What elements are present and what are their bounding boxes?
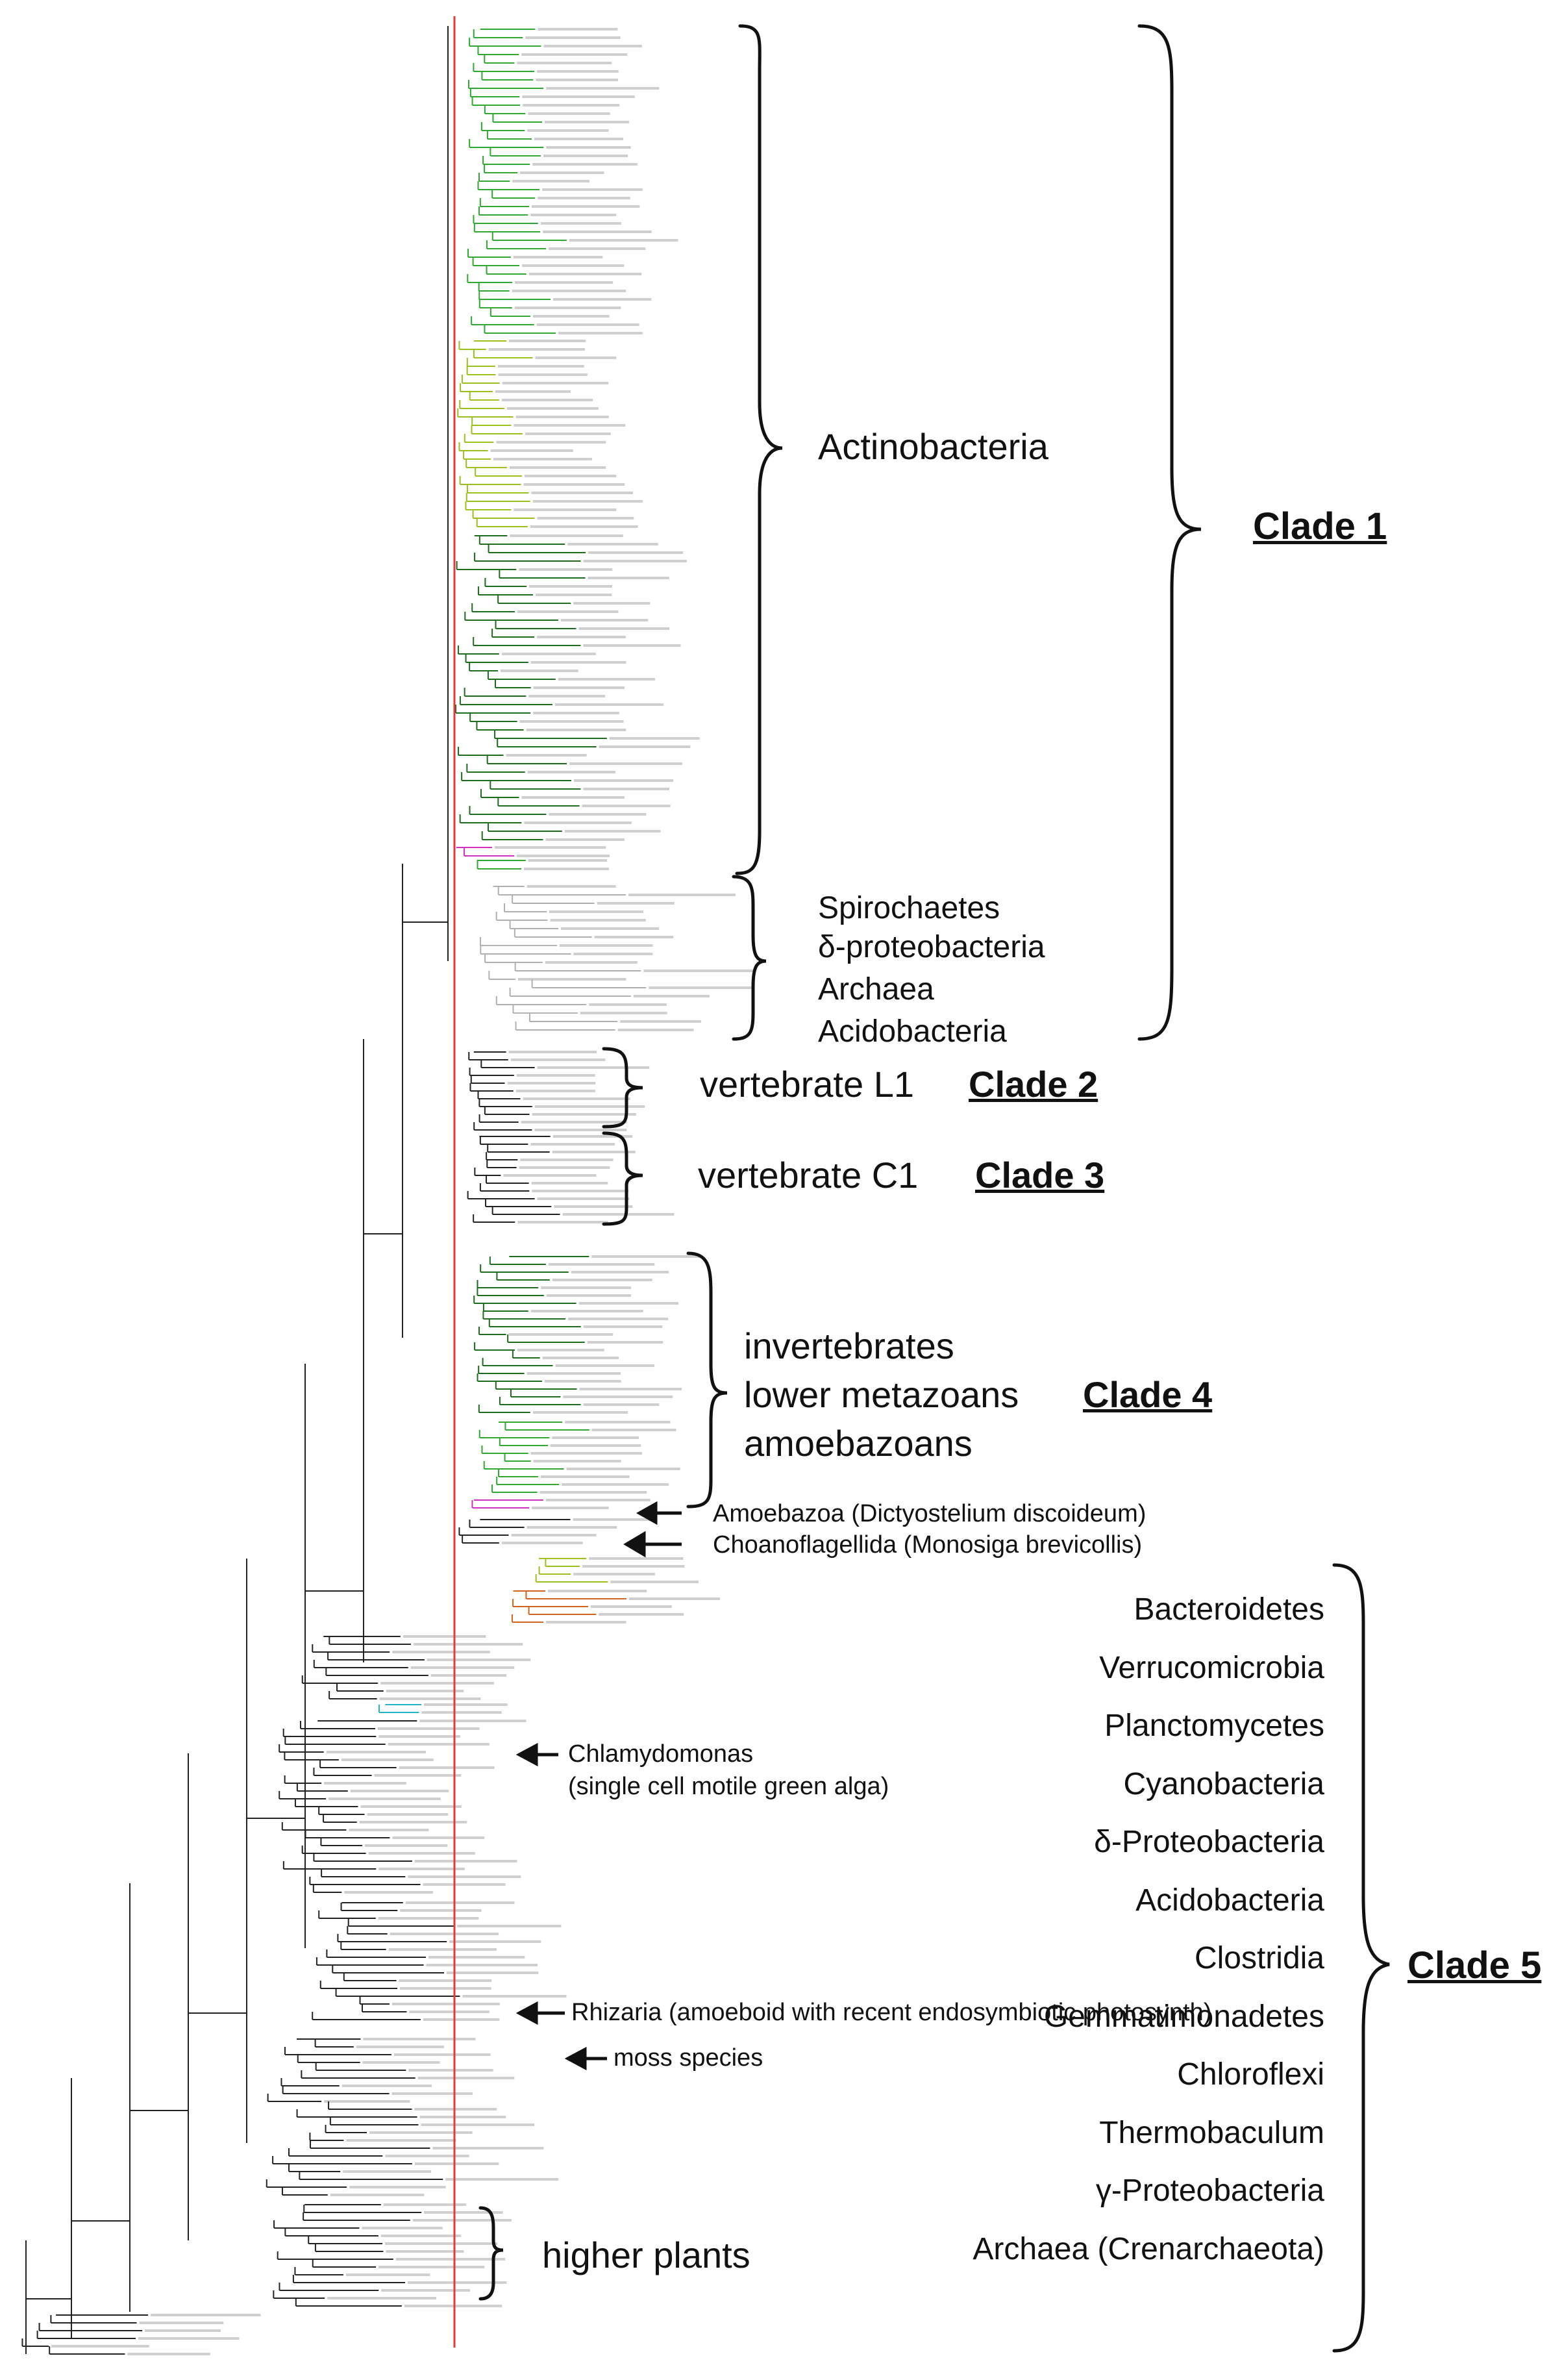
amoebazoa-annotation: Amoebazoa (Dictyostelium discoideum) [713, 1500, 1147, 1527]
higher-plants-label: higher plants [542, 2235, 750, 2275]
spirochaetes-label: Spirochaetes [818, 891, 1000, 925]
actinobacteria-brace [735, 24, 783, 875]
lower-metazoans-label: lower metazoans [744, 1374, 1019, 1415]
spirochaetes-brace [732, 875, 767, 1041]
clade5-phylum-label: Chloroflexi [1177, 2057, 1324, 2092]
clade5-phylum-label: δ-Proteobacteria [1094, 1825, 1324, 1859]
annotation-arrows [515, 1501, 682, 2071]
clade1-label: Clade 1 [1253, 505, 1387, 547]
clade5-phylum-label: Verrucomicrobia [1099, 1651, 1324, 1685]
archaea-label: Archaea [818, 972, 934, 1007]
tree-branches [21, 26, 754, 2355]
clade4-brace [686, 1251, 728, 1509]
clade5-phylum-label: Archaea (Crenarchaeota) [973, 2232, 1324, 2266]
higher-plants-brace [478, 2206, 504, 2301]
clade1-brace [1137, 24, 1202, 1041]
chlamydomonas-annotation-detail: (single cell motile green alga) [568, 1773, 889, 1800]
clade5-brace [1332, 1563, 1390, 2353]
delta-proteobacteria-label: δ-proteobacteria [818, 930, 1045, 964]
choanoflagellida-annotation: Choanoflagellida (Monosiga brevicollis) [713, 1531, 1143, 1559]
clade5-phylum-label: Acidobacteria [1135, 1883, 1324, 1918]
clade5-phylum-label: Cyanobacteria [1123, 1767, 1324, 1801]
moss-annotation: moss species [614, 2044, 763, 2072]
clade5-phylum-label: Gemmatimonadetes [1043, 1999, 1324, 2034]
clade5-phylum-label: Thermobaculum [1099, 2116, 1324, 2150]
rhizaria-annotation: Rhizaria (amoeboid with recent endosymbi… [571, 1999, 1212, 2026]
amoebazoans-label: amoebazoans [744, 1423, 973, 1464]
chlamydomonas-annotation: Chlamydomonas [568, 1740, 754, 1768]
vertebrate-l1-label: vertebrate L1 [700, 1064, 914, 1105]
clade4-label: Clade 4 [1083, 1374, 1213, 1415]
clade3-label: Clade 3 [975, 1155, 1105, 1196]
invertebrates-label: invertebrates [744, 1325, 954, 1366]
clade5-phylum-label: Planctomycetes [1104, 1709, 1324, 1743]
clade2-label: Clade 2 [969, 1064, 1098, 1105]
clade5-phylum-label: Bacteroidetes [1134, 1592, 1324, 1627]
clade2-brace [602, 1047, 643, 1129]
acidobacteria-label: Acidobacteria [818, 1014, 1007, 1049]
clade-braces [478, 24, 1390, 2353]
clade5-phylum-label: γ-Proteobacteria [1095, 2173, 1324, 2208]
actinobacteria-label: Actinobacteria [818, 426, 1048, 467]
clade5-label: Clade 5 [1407, 1944, 1542, 1986]
clade3-brace [602, 1131, 643, 1226]
vertebrate-c1-label: vertebrate C1 [698, 1155, 919, 1196]
clade5-phylum-label: Clostridia [1194, 1941, 1324, 1975]
